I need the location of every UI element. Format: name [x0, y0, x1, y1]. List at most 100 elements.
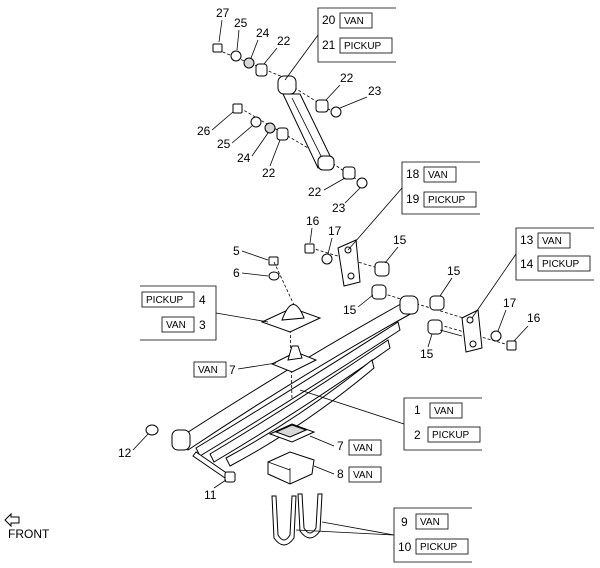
legend-7b-num: 7 [337, 439, 344, 453]
washer-24-lower [264, 122, 276, 134]
legend-18-num: 18 [406, 167, 420, 181]
legend-19-label: PICKUP [428, 195, 466, 206]
bushing-15-c [429, 295, 445, 311]
spring-eye-rear [399, 295, 419, 315]
callout-16-left: 16 [306, 214, 320, 228]
legend-7-upper: VAN 7 [193, 361, 277, 378]
callout-27: 27 [216, 6, 230, 20]
legend-13-num: 13 [520, 233, 534, 247]
spacer-7-upper [270, 351, 318, 373]
callout-5: 5 [233, 244, 240, 258]
bushing-15-a [374, 261, 390, 277]
washer-17-left [321, 253, 333, 265]
legend-19-num: 19 [406, 192, 420, 206]
lower-parts-group [145, 423, 323, 546]
callout-24-upper: 24 [256, 26, 270, 40]
bushing-15-b [371, 284, 387, 300]
legend-7b-label: VAN [353, 443, 373, 454]
legend-3-num: 3 [199, 318, 206, 332]
legend-1-num: 1 [414, 403, 421, 417]
legend-7a-num: 7 [229, 363, 236, 377]
nut-12 [145, 424, 159, 436]
callout-24-lower: 24 [237, 151, 251, 165]
legend-4-label: PICKUP [146, 295, 184, 306]
nut-27 [212, 43, 223, 53]
callout-25-upper: 25 [234, 16, 248, 30]
legend-9-10: 9 VAN 10 PICKUP [295, 507, 472, 563]
legend-3-label: VAN [166, 320, 186, 331]
legend-18-19: 18 VAN 19 PICKUP [347, 161, 480, 251]
legend-2-num: 2 [414, 428, 421, 442]
callout-17-left: 17 [328, 224, 342, 238]
legend-20-num: 20 [322, 13, 336, 27]
callout-15-b: 15 [447, 264, 461, 278]
shock-absorber [277, 75, 335, 171]
legend-14-label: PICKUP [542, 259, 580, 270]
shackle-group [304, 239, 517, 353]
leaf-spring [171, 295, 419, 467]
legend-8: 8 VAN [313, 465, 382, 483]
bump-stop-3-4 [260, 307, 322, 333]
bushing-22-lower [276, 127, 289, 141]
legend-4-3: PICKUP 4 VAN 3 [140, 285, 269, 341]
legend-10-label: PICKUP [420, 542, 458, 553]
callout-25-lower: 25 [217, 137, 231, 151]
legend-20-label: VAN [344, 16, 364, 27]
legend-2-label: PICKUP [432, 430, 470, 441]
front-indicator: FRONT [4, 512, 50, 541]
bushing-15-d [427, 319, 443, 335]
legend-13-14: 13 VAN 14 PICKUP [471, 227, 594, 319]
legend-8-num: 8 [337, 467, 344, 481]
washer-24-upper [243, 57, 255, 69]
legend-7a-label: VAN [198, 365, 218, 376]
callout-23-lower: 23 [332, 201, 346, 215]
legend-9-label: VAN [420, 517, 440, 528]
callout-16-right: 16 [527, 311, 541, 325]
legend-1-2: 1 VAN 2 PICKUP [299, 389, 482, 451]
callout-numbers: 27 25 24 22 22 23 26 25 24 22 22 23 16 1… [118, 6, 541, 502]
legend-10-num: 10 [398, 540, 412, 554]
shackle-plate-left [337, 239, 361, 287]
callout-17-right: 17 [503, 296, 517, 310]
legend-1-label: VAN [434, 406, 454, 417]
washer-6 [268, 271, 280, 281]
nut-16-left [304, 243, 315, 254]
legend-7-lower: 7 VAN [309, 435, 382, 456]
nut-26 [232, 103, 243, 114]
bump-stop-group [260, 256, 322, 373]
shock-absorber-group [212, 43, 368, 189]
callout-22-right: 22 [340, 71, 354, 85]
u-bolt-9-10-a [271, 495, 297, 546]
nut-23-upper [330, 106, 342, 118]
washer-17-right [490, 330, 502, 342]
legend-20-21: 20 VAN 21 PICKUP [284, 7, 396, 81]
front-arrow-icon [4, 512, 20, 528]
callout-15-a: 15 [393, 233, 407, 247]
nut-5 [268, 256, 279, 266]
legend-18-label: VAN [428, 170, 448, 181]
washer-25-lower [250, 116, 262, 128]
legend-8-label: VAN [353, 470, 373, 481]
callout-6: 6 [233, 266, 240, 280]
callout-11: 11 [204, 488, 217, 502]
callout-22-bottom: 22 [308, 185, 322, 199]
legend-21-num: 21 [322, 38, 336, 52]
callout-15-c: 15 [343, 303, 357, 317]
bushing-22-upper [255, 63, 268, 77]
spring-eye-front [171, 429, 191, 451]
legend-4-num: 4 [199, 293, 206, 307]
legend-21-label: PICKUP [344, 41, 382, 52]
callout-12: 12 [118, 446, 132, 460]
nut-16-right [506, 340, 517, 351]
callout-23-upper: 23 [368, 84, 382, 98]
callout-15-d: 15 [420, 347, 434, 361]
callout-22-lower: 22 [262, 166, 276, 180]
washer-25-upper [230, 50, 242, 62]
legend-9-num: 9 [401, 515, 408, 529]
legend-13-label: VAN [542, 236, 562, 247]
bushing-22-bottom [342, 166, 356, 180]
legend-14-num: 14 [520, 257, 534, 271]
callout-26: 26 [197, 124, 211, 138]
front-label: FRONT [8, 527, 50, 541]
